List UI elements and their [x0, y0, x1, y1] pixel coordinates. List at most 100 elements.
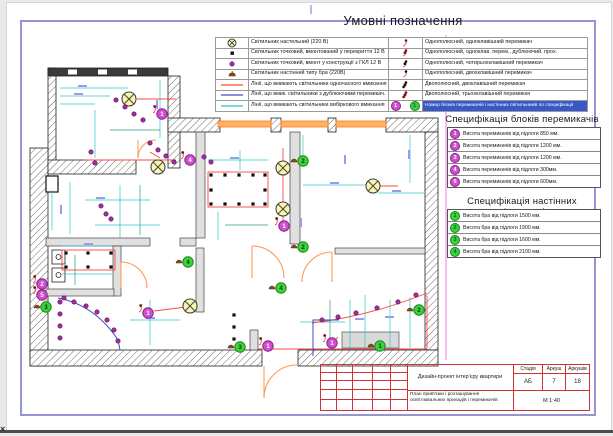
- spec-sconces-table: 1 Висота бра від підлоги 1500 мм. 2 Висо…: [447, 209, 601, 258]
- recessed-spot-light: [263, 173, 267, 177]
- switch-block-marker: 1: [152, 105, 168, 120]
- switch-icon: [401, 91, 407, 99]
- ceiling-light-icon: [227, 38, 237, 48]
- switch-icon: [402, 59, 407, 68]
- gkl-spot-light: [92, 160, 98, 166]
- gkl-spot-light: [103, 211, 109, 217]
- legend-label: Світильник настельний (220 В): [249, 38, 389, 49]
- spec-label: Висота перемикачів від підлоги 1200 мм.: [463, 142, 562, 149]
- spec-label: Висота перемикачів від підлоги 300мм.: [463, 166, 558, 173]
- gkl-spot-light: [115, 338, 121, 344]
- spec-marker: 5: [450, 176, 460, 187]
- spec-marker: 3: [450, 152, 460, 163]
- spec-marker: 2: [450, 222, 460, 233]
- legend-label: Однополюсний, одноклав. перем., дублюючи…: [423, 48, 588, 59]
- legend-symbol: [389, 38, 423, 49]
- gkl-spot-light: [335, 314, 341, 320]
- switch-block-marker: 4: [180, 151, 196, 166]
- gkl-spot-light: [108, 216, 114, 222]
- windows-layer: [217, 120, 387, 128]
- switch-icon: [402, 49, 407, 57]
- wall-niche: [45, 175, 59, 193]
- ceiling-light-symbol: [182, 298, 198, 314]
- wall-light-marker: 1: [367, 340, 386, 352]
- svg-text:4: 4: [188, 158, 192, 164]
- recessed-spot-light: [86, 251, 90, 255]
- spec-row: 2 Висота перемикачів від підлоги 1200 мм…: [448, 140, 600, 152]
- ceiling-light-symbol: [365, 178, 381, 194]
- ceiling-light-symbol: [150, 159, 166, 175]
- spec-row: 5 Висота перемикачів від підлоги 600мм.: [448, 176, 600, 187]
- legend-symbol: [216, 48, 249, 59]
- legend-label-highlighted: Номер блоків перемикачів і настінних сві…: [423, 101, 588, 112]
- spec-row: 3 Висота перемикачів від підлоги 1200 мм…: [448, 152, 600, 164]
- corner-resize-mark: ×: [0, 424, 6, 434]
- recessed-spot-light: [64, 265, 68, 269]
- switch-block-marker-sample: 1: [390, 101, 401, 111]
- spec-row: 1 Висота перемикачів від підлоги 850 мм.: [448, 128, 600, 140]
- spec-row: 1 Висота бра від підлоги 1500 мм.: [448, 210, 600, 222]
- gkl-spot-light: [208, 159, 214, 165]
- switch-block-marker: 5: [32, 286, 48, 301]
- gkl-spot-light: [155, 147, 161, 153]
- stamp-project: Дизайн-проект інтер'єру квартири: [417, 373, 503, 380]
- wall-light-marker: 3: [33, 301, 52, 313]
- spec-row: 3 Висота бра від підлоги 1600 мм.: [448, 234, 600, 246]
- ceiling-light-symbol: [121, 91, 137, 107]
- doors-layer: [120, 139, 333, 399]
- gkl-spot-light: [111, 327, 117, 333]
- switch-icon: [401, 80, 407, 89]
- svg-text:4: 4: [279, 286, 283, 292]
- legend-label: Лінії, що вмикають світильники вибірково…: [249, 101, 389, 112]
- walls-layer: [29, 67, 439, 367]
- switch-icon: [402, 70, 407, 78]
- legend-label: Двополюсний, трьохклавішний перемикач: [423, 90, 588, 101]
- gkl-spot-light: [113, 97, 119, 103]
- ceiling-light-symbol: [275, 201, 291, 217]
- recessed-spot-light: [232, 313, 236, 317]
- legend-symbol: [216, 69, 249, 80]
- sconce-icon: [228, 71, 236, 77]
- stamp-scale: М 1:40: [542, 397, 561, 404]
- spec-blocks-table: 1 Висота перемикачів від підлоги 850 мм.…: [447, 127, 601, 188]
- legend-symbol: [389, 90, 423, 101]
- spec-label: Висота перемикачів від підлоги 1200 мм.: [463, 154, 562, 161]
- gkl-spot-light: [122, 104, 128, 110]
- spec-marker: 4: [450, 164, 460, 175]
- recessed-spot-light: [109, 251, 113, 255]
- spec-row: 2 Висота бра від підлоги 1900 мм.: [448, 222, 600, 234]
- legend-symbol: [216, 59, 249, 70]
- gkl-spot-light: [61, 295, 67, 301]
- gkl-spot-light: [71, 299, 77, 305]
- wall-light-marker: 2: [290, 155, 309, 167]
- legend-symbol: [389, 69, 423, 80]
- spec-marker: 4: [450, 246, 460, 257]
- wall-light-marker-sample: 1: [409, 101, 420, 111]
- legend-title: Умовні позначення: [343, 13, 463, 28]
- spec-label: Висота бра від підлоги 1900 мм.: [463, 224, 541, 231]
- svg-text:4: 4: [186, 260, 190, 266]
- legend-marker-samples: 1 1: [389, 101, 423, 112]
- legend-label: Однополюсний, двохклавішний перемикач: [423, 69, 588, 80]
- legend-symbol: [216, 80, 249, 91]
- gkl-spot-light: [131, 111, 137, 117]
- gkl-spot-light: [57, 323, 63, 329]
- legend-label: Світильник точковий, вмонт у конструкції…: [249, 59, 389, 70]
- svg-text:1: 1: [266, 344, 270, 350]
- svg-text:1: 1: [160, 112, 164, 118]
- svg-text:3: 3: [238, 345, 242, 351]
- recessed-spot-light: [251, 202, 255, 206]
- recessed-spot-light: [209, 188, 213, 192]
- svg-text:2: 2: [40, 282, 44, 288]
- spec-marker: 2: [450, 140, 460, 151]
- window-bottom-edge: [0, 430, 613, 433]
- recessed-spot-light: [232, 325, 236, 329]
- svg-text:2: 2: [417, 308, 421, 314]
- spec-marker: 3: [450, 234, 460, 245]
- gkl-spot-light: [104, 317, 110, 323]
- spec-row: 4 Висота перемикачів від підлоги 300мм.: [448, 164, 600, 176]
- legend-left-table: Світильник настельний (220 В) Світильник…: [215, 37, 389, 112]
- duplicate-line-icon: [221, 94, 243, 96]
- stamp-sheets-label: Аркушів: [568, 365, 587, 372]
